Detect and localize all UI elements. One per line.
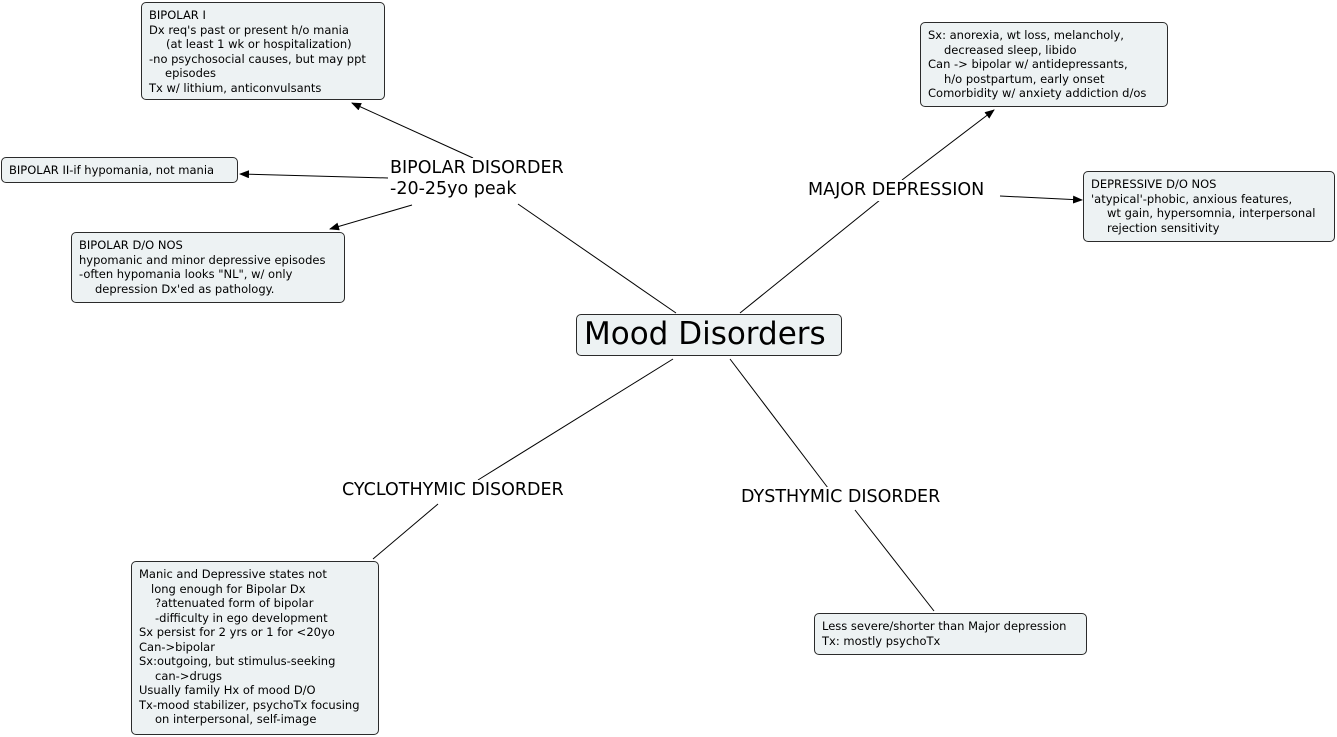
note-line: hypomanic and minor depressive episodes (79, 252, 326, 267)
note-line: DEPRESSIVE D/O NOS (1091, 177, 1217, 191)
central-topic-title: Mood Disorders (584, 316, 826, 352)
topic-bipolar-disorder[interactable]: BIPOLAR DISORDER -20-25yo peak (390, 158, 564, 200)
note-cyclothymic-details[interactable]: Manic and Depressive states not long eno… (131, 561, 379, 735)
note-line: BIPOLAR D/O NOS (79, 238, 183, 252)
link-center-bipolar (517, 203, 677, 314)
arrow-to-bipolar-2 (239, 170, 389, 179)
note-line: Sx persist for 2 yrs or 1 for <20yo (139, 625, 335, 639)
topic-cyclothymic-label: CYCLOTHYMIC DISORDER (342, 480, 564, 500)
note-line: depression Dx'ed as pathology. (95, 281, 275, 296)
topic-bipolar-line-1: BIPOLAR DISORDER (390, 158, 564, 178)
note-line: Comorbidity w/ anxiety addiction d/os (928, 86, 1147, 100)
topic-bipolar-line-2: -20-25yo peak (390, 179, 517, 199)
topic-major-depression[interactable]: MAJOR DEPRESSION (808, 180, 985, 201)
note-line: -difficulty in ego development (155, 610, 328, 625)
link-cyclothymic-details (372, 503, 439, 560)
note-line: decreased sleep, libido (944, 42, 1077, 57)
note-line: Tx-mood stabilizer, psychoTx focusing (139, 697, 360, 712)
note-bipolar-2[interactable]: BIPOLAR II-if hypomania, not mania (1, 157, 238, 183)
topic-major-depression-label: MAJOR DEPRESSION (808, 180, 985, 200)
note-line: -no psychosocial causes, but may ppt (149, 51, 366, 66)
link-center-major-depression (739, 199, 881, 314)
note-line: Can -> bipolar w/ antidepressants, (928, 57, 1128, 71)
note-line: Dx req's past or present h/o mania (149, 22, 349, 37)
note-depressive-nos[interactable]: DEPRESSIVE D/O NOS 'atypical'-phobic, an… (1083, 171, 1335, 242)
note-major-depression-symptoms[interactable]: Sx: anorexia, wt loss, melancholy, decre… (920, 22, 1168, 107)
note-dysthymic-details[interactable]: Less severe/shorter than Major depressio… (814, 613, 1087, 655)
note-line: Tx: mostly psychoTx (822, 633, 941, 648)
arrow-to-bipolar-nos (329, 204, 413, 231)
note-line: wt gain, hypersomnia, interpersonal (1107, 206, 1316, 220)
link-center-cyclothymic (477, 358, 674, 481)
note-line: episodes (165, 66, 216, 80)
note-line: BIPOLAR II-if hypomania, not mania (9, 163, 215, 177)
note-line: Usually family Hx of mood D/O (139, 683, 316, 697)
note-line: h/o postpartum, early onset (944, 71, 1105, 86)
note-line: ?attenuated form of bipolar (155, 596, 314, 610)
note-line: Sx: anorexia, wt loss, melancholy, (928, 28, 1124, 42)
note-line: rejection sensitivity (1107, 220, 1220, 235)
note-bipolar-1[interactable]: BIPOLAR I Dx req's past or present h/o m… (141, 2, 385, 100)
arrow-to-depressive-nos (999, 195, 1083, 204)
central-topic[interactable]: Mood Disorders (576, 314, 842, 356)
arrow-to-major-depression-sx (901, 109, 995, 181)
arrow-to-bipolar-1 (351, 102, 474, 159)
note-line: can->drugs (155, 668, 223, 683)
note-line: Can->bipolar (139, 639, 215, 654)
note-bipolar-nos[interactable]: BIPOLAR D/O NOS hypomanic and minor depr… (71, 232, 345, 303)
note-line: on interpersonal, self-image (155, 712, 317, 726)
link-center-dysthymic (729, 358, 829, 489)
note-line: Less severe/shorter than Major depressio… (822, 619, 1067, 633)
note-line: 'atypical'-phobic, anxious features, (1091, 191, 1293, 206)
note-line: (at least 1 wk or hospitalization) (166, 37, 352, 51)
note-line: Tx w/ lithium, anticonvulsants (149, 80, 322, 95)
note-line: BIPOLAR I (149, 8, 206, 22)
note-line: -often hypomania looks "NL", w/ only (79, 267, 293, 281)
link-dysthymic-details (854, 509, 935, 612)
note-line: long enough for Bipolar Dx (151, 581, 306, 596)
note-line: Sx:outgoing, but stimulus-seeking (139, 654, 336, 668)
topic-dysthymic-disorder[interactable]: DYSTHYMIC DISORDER (741, 487, 941, 508)
topic-cyclothymic-disorder[interactable]: CYCLOTHYMIC DISORDER (342, 480, 564, 501)
topic-dysthymic-label: DYSTHYMIC DISORDER (741, 487, 941, 507)
note-line: Manic and Depressive states not (139, 567, 327, 581)
